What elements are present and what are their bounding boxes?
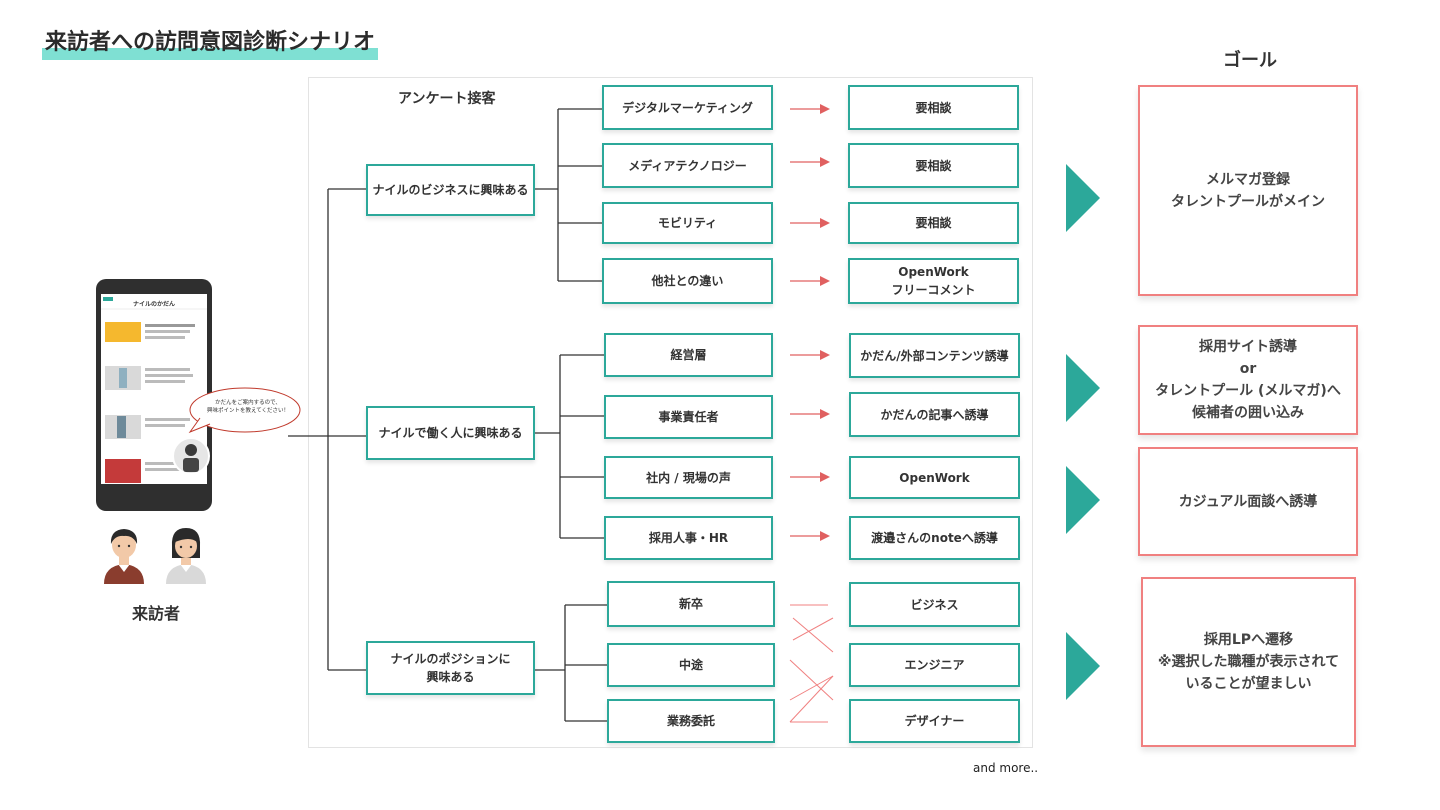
result-consult-2: 要相談 <box>848 143 1019 188</box>
goal-arrow-3 <box>1066 466 1100 534</box>
result-business: ビジネス <box>849 582 1020 627</box>
group-position: ナイルのポジションに 興味ある <box>366 641 535 695</box>
speech-bubble <box>188 387 301 434</box>
option-hr: 採用人事・HR <box>604 516 773 560</box>
option-business-leader: 事業責任者 <box>604 395 773 439</box>
option-management: 経営層 <box>604 333 773 377</box>
goal-heading: ゴール <box>1223 50 1277 71</box>
result-consult-3: 要相談 <box>848 202 1019 244</box>
goal-casual-interview: カジュアル面談へ誘導 <box>1138 447 1358 556</box>
option-field-voice: 社内 / 現場の声 <box>604 456 773 499</box>
group-business: ナイルのビジネスに興味ある <box>366 164 535 216</box>
result-kadan-external: かだん/外部コンテンツ誘導 <box>849 333 1020 378</box>
result-designer: デザイナー <box>849 699 1020 743</box>
goal-arrow-4 <box>1066 632 1100 700</box>
goal-arrow-2 <box>1066 354 1100 422</box>
page-title: 来訪者への訪問意図診断シナリオ <box>42 26 379 60</box>
visitor-man-icon <box>104 529 144 584</box>
result-engineer: エンジニア <box>849 643 1020 687</box>
option-digital-marketing: デジタルマーケティング <box>602 85 773 130</box>
smartphone-illustration: ナイルのかだん <box>96 279 212 511</box>
option-mid-career: 中途 <box>607 643 775 687</box>
speech-bubble-text: かだんをご案内するので、 興味ポイントを教えてください！ <box>206 400 290 414</box>
goal-newsletter: メルマガ登録 タレントプールがメイン <box>1138 85 1358 296</box>
option-difference: 他社との違い <box>602 258 773 304</box>
result-consult-1: 要相談 <box>848 85 1019 130</box>
result-openwork: OpenWork <box>849 456 1020 499</box>
option-new-grad: 新卒 <box>607 581 775 627</box>
footer-note: and more.. <box>973 761 1039 775</box>
result-kadan-article: かだんの記事へ誘導 <box>849 392 1020 437</box>
visitor-label: 来訪者 <box>131 604 180 623</box>
goal-recruit-site: 採用サイト誘導 or タレントプール (メルマガ)へ 候補者の囲い込み <box>1138 325 1358 435</box>
option-mobility: モビリティ <box>602 202 773 244</box>
goal-arrow-1 <box>1066 164 1100 232</box>
goal-recruit-lp: 採用LPへ遷移 ※選択した職種が表示されて いることが望ましい <box>1141 577 1356 747</box>
option-media-technology: メディアテクノロジー <box>602 143 773 188</box>
result-watanabe-note: 渡邉さんのnoteへ誘導 <box>849 516 1020 560</box>
result-openwork-comment: OpenWork フリーコメント <box>848 258 1019 304</box>
group-people: ナイルで働く人に興味ある <box>366 406 535 460</box>
option-contractor: 業務委託 <box>607 699 775 743</box>
visitor-avatars <box>104 528 206 584</box>
survey-panel-label: アンケート接客 <box>398 91 496 107</box>
phone-header-text: ナイルのかだん <box>133 300 175 308</box>
visitor-woman-icon <box>166 528 206 584</box>
